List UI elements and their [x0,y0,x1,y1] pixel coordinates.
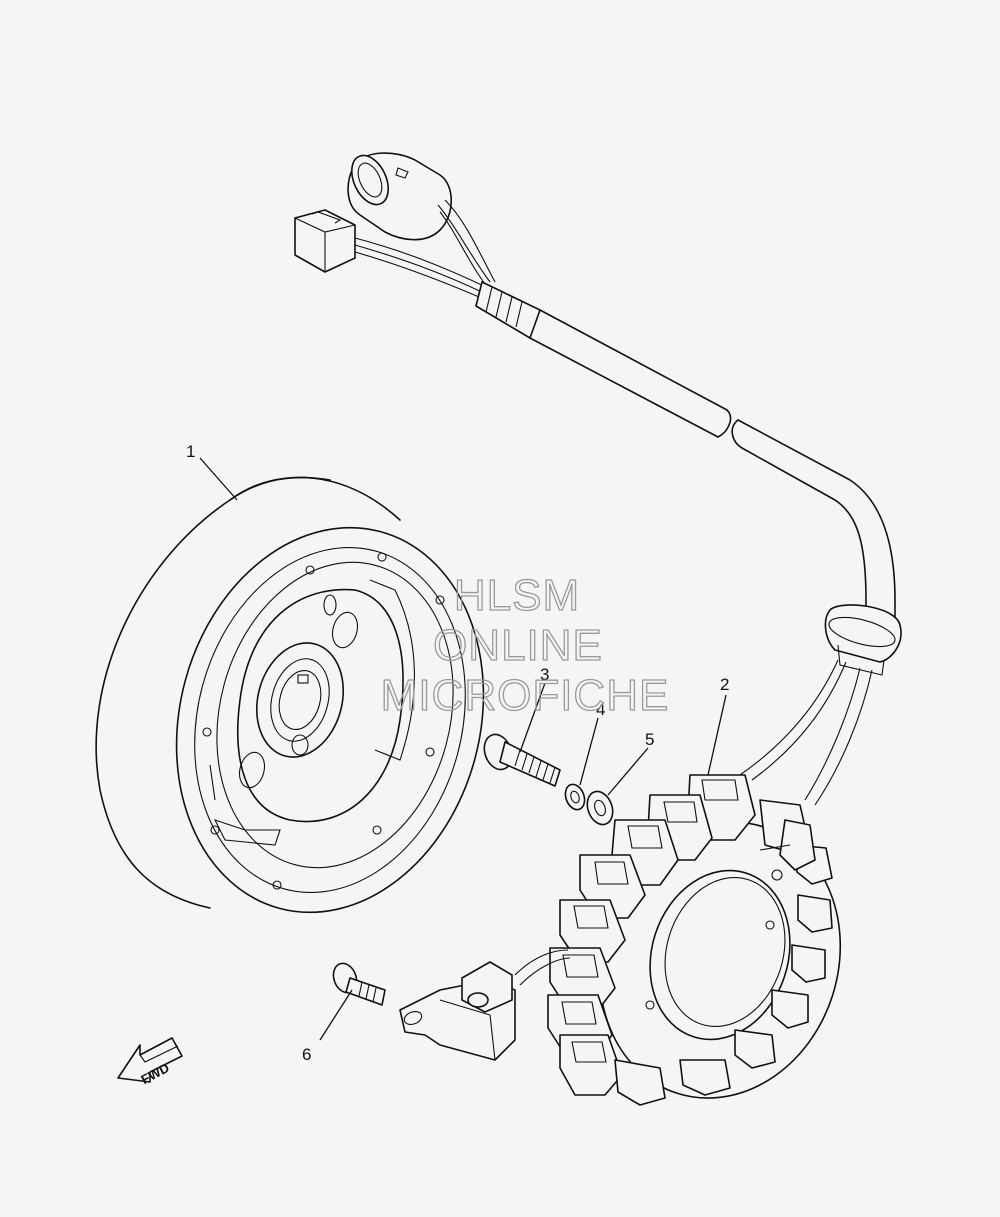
callout-number-6: 6 [302,1045,311,1064]
callout-number-2: 2 [720,675,729,694]
rotor-assembly [95,476,485,914]
coupler-connector [294,209,356,273]
callout-number-3: 3 [540,665,549,684]
lock-washer [564,783,586,811]
fwd-arrow: FWD [117,1037,183,1087]
wire-harness [294,152,902,806]
watermark-line-1: HLSM [454,571,580,620]
round-connector [347,152,452,241]
watermark-line-2: ONLINE [433,621,603,670]
screw [332,962,386,1006]
stator-assembly [514,774,842,1106]
grommet [824,604,902,676]
callout-4: 4 [579,700,605,786]
watermark: HLSM ONLINE MICROFICHE [380,570,670,720]
callout-2: 2 [707,675,729,776]
pickup-coil [399,961,516,1061]
callout-5: 5 [607,730,654,796]
bolt [483,733,561,787]
callout-number-5: 5 [645,730,654,749]
callout-number-1: 1 [186,442,195,461]
callout-6: 6 [302,989,353,1064]
watermark-line-3: MICROFICHE [381,671,670,720]
callout-1: 1 [186,442,238,501]
callout-number-4: 4 [596,700,605,719]
callout-3: 3 [519,665,549,753]
washer [586,790,614,826]
